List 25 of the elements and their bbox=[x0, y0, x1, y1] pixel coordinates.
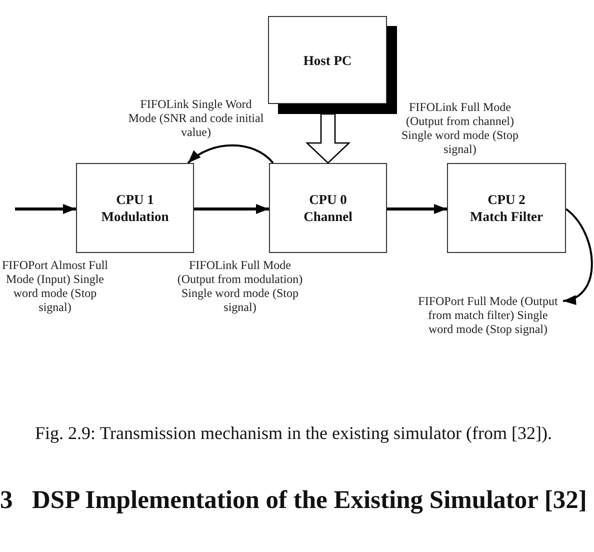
arrow bbox=[387, 204, 447, 214]
edge-label: FIFOPort Almost Full Mode (Input) Single word mode (Stop signal) bbox=[1, 258, 109, 314]
curved-arrow bbox=[562, 208, 593, 304]
processor-box bbox=[447, 163, 566, 253]
box-title: Host PC bbox=[303, 52, 352, 68]
edge-label: FIFOLink Full Mode (Output from channel) Single word mode (Stop signal) bbox=[400, 100, 520, 156]
box-title: CPU 2 bbox=[488, 191, 526, 208]
port-note: FIFOPort Full Mode (Output from match filter) Single word mode (Stop signal) bbox=[413, 294, 563, 336]
section-heading: DSP Implementation of the Existing Simulator [32] bbox=[32, 485, 587, 514]
processor-box bbox=[269, 163, 387, 253]
box-subtitle: Match Filter bbox=[470, 208, 544, 225]
box-subtitle: Channel bbox=[304, 208, 352, 225]
edge-label: FIFOLink Full Mode (Output from modulation) Single word mode (Stop signal) bbox=[176, 258, 304, 314]
curved-arrow bbox=[187, 144, 274, 164]
host-box bbox=[268, 16, 397, 114]
box-title: CPU 0 bbox=[309, 191, 347, 208]
arrow bbox=[15, 204, 76, 214]
block-arrow bbox=[305, 113, 351, 164]
arrow bbox=[194, 204, 269, 214]
figure-caption: Fig. 2.9: Transmission mechanism in the existing simulator (from [32]). bbox=[35, 423, 552, 444]
processor-box bbox=[76, 163, 194, 253]
box-title: CPU 1 bbox=[116, 191, 154, 208]
edge-label: FIFOLink Single Word Mode (SNR and code initial value) bbox=[127, 97, 265, 139]
box-subtitle: Modulation bbox=[101, 208, 169, 225]
section-number: 3 bbox=[0, 485, 13, 514]
